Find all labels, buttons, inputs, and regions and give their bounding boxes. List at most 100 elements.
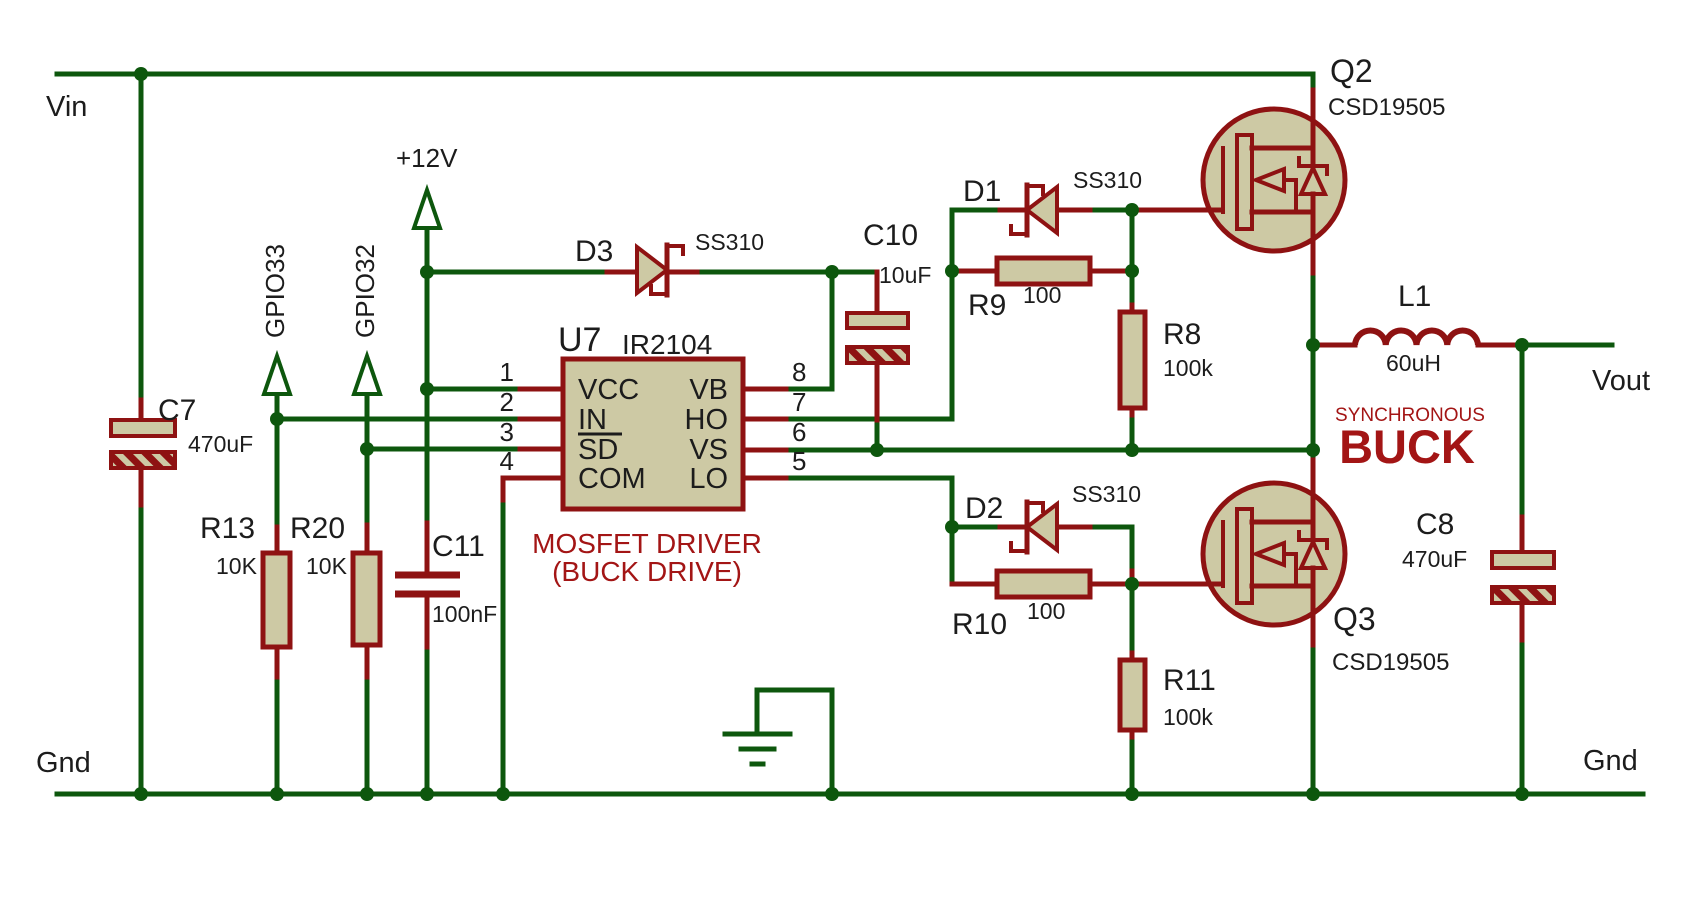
r20-ref: R20	[290, 512, 345, 545]
r20-value: 10K	[306, 553, 348, 579]
u7-pin8-num: 8	[792, 357, 806, 387]
c10-value: 10uF	[879, 262, 931, 288]
component-leads	[138, 207, 1525, 740]
capacitor-c11[interactable]	[395, 571, 460, 598]
l1-ref: L1	[1398, 280, 1431, 313]
earth-ground-icon[interactable]	[722, 731, 793, 767]
c7-minus-plate	[109, 450, 177, 470]
component-labels: C7 470uF R13 10K R20 10K C11 100nF D3 SS…	[158, 53, 1467, 730]
resistor-r11[interactable]	[1117, 657, 1148, 733]
inductor-l1[interactable]	[1352, 327, 1481, 346]
capacitor-c7[interactable]	[109, 418, 177, 470]
u7-pin4-num: 4	[500, 446, 514, 476]
u7-pin1-num: 1	[500, 357, 514, 387]
u7-pin3-num: 3	[500, 417, 514, 447]
r8-ref: R8	[1163, 318, 1201, 351]
gnd-right-label: Gnd	[1583, 745, 1638, 777]
mosfet-q2[interactable]	[1129, 87, 1348, 276]
vout-label: Vout	[1592, 365, 1650, 397]
net-wires	[54, 71, 1646, 797]
c7-value: 470uF	[188, 431, 253, 457]
q3-ref: Q3	[1333, 601, 1376, 637]
q2-terminal-leads	[1129, 87, 1316, 276]
d3-anode-triangle	[635, 242, 671, 298]
d1-anode-triangle	[1023, 182, 1059, 238]
c8-value: 470uF	[1402, 546, 1467, 572]
c10-plus-plate	[845, 311, 910, 330]
d1-value: SS310	[1073, 167, 1142, 193]
capacitor-c8[interactable]	[1490, 550, 1556, 605]
junction-dots	[134, 67, 1529, 801]
r13-value: 10K	[216, 553, 258, 579]
d2-anode-triangle	[1023, 499, 1059, 555]
diode-d1[interactable]	[1009, 182, 1059, 238]
d2-ref: D2	[965, 492, 1003, 525]
u7-pin7-num: 7	[792, 387, 806, 417]
q2-value: CSD19505	[1328, 94, 1445, 121]
d1-ref: D1	[963, 175, 1001, 208]
u7-labels: U7 IR2104 1 2 3 4 8 7 6 5 VCC IN SD COM …	[500, 321, 807, 587]
u7-part-label: IR2104	[622, 329, 712, 360]
q2-body-diode-triangle	[1297, 163, 1329, 196]
arrow-up-icon	[411, 183, 443, 230]
c7-plus-plate	[109, 418, 177, 438]
q3-channel-bars	[1249, 519, 1316, 589]
capacitor-c10[interactable]	[845, 311, 910, 365]
gpio32-pin-arrow-icon[interactable]	[351, 349, 383, 396]
ground-bars	[722, 731, 793, 767]
arrow-up-icon	[351, 349, 383, 396]
q2-channel-bars	[1249, 145, 1316, 215]
q3-value: CSD19505	[1332, 649, 1449, 676]
r11-value: 100k	[1163, 704, 1213, 730]
c11-ref: C11	[432, 530, 485, 563]
d1-schottky-hooks	[1009, 184, 1045, 236]
l1-value: 60uH	[1386, 350, 1441, 376]
ic-u7[interactable]	[560, 356, 746, 512]
q3-arrow-link	[1282, 552, 1298, 588]
d3-schottky-hooks	[649, 244, 685, 296]
q2-gate-bar	[1235, 133, 1254, 231]
u7-caption-1: MOSFET DRIVER	[532, 528, 762, 559]
r10-ref: R10	[952, 608, 1007, 641]
net-12v	[424, 225, 880, 526]
net-vs-switch	[783, 270, 1525, 520]
u7-pin-ho: HO	[685, 404, 729, 436]
u7-pin-lo: LO	[689, 463, 728, 495]
c11-value: 100nF	[432, 601, 497, 627]
net-labels: Vin Gnd Gnd Vout +12V GPIO33 GPIO32	[36, 91, 1650, 779]
net-gpio32-sd	[364, 391, 523, 528]
resistor-r8[interactable]	[1117, 309, 1148, 411]
q3-terminal-leads	[1129, 457, 1316, 648]
net-gpio33-in	[274, 391, 523, 530]
r13-ref: R13	[200, 512, 255, 545]
r11-ref: R11	[1163, 664, 1216, 697]
d3-value: SS310	[695, 229, 764, 255]
vin-label: Vin	[46, 91, 87, 123]
diode-d2[interactable]	[1009, 499, 1059, 555]
net-gnd-symbol-wire	[754, 687, 835, 797]
c10-ref: C10	[863, 219, 918, 252]
resistor-r9[interactable]	[994, 255, 1093, 287]
r8-value: 100k	[1163, 355, 1213, 381]
c8-ref: C8	[1416, 508, 1454, 541]
c7-ref: C7	[158, 394, 196, 427]
net-ho-gate-q2	[783, 207, 1135, 453]
u7-pin-sd: SD	[578, 434, 618, 466]
u7-pin2-num: 2	[500, 387, 514, 417]
diode-d3[interactable]	[635, 242, 685, 298]
u7-pin5-num: 5	[792, 446, 806, 476]
u7-pin-vcc: VCC	[578, 374, 639, 406]
u7-caption-2: (BUCK DRIVE)	[552, 556, 742, 587]
mosfet-q3[interactable]	[1129, 457, 1348, 648]
resistor-r20[interactable]	[350, 550, 383, 648]
resistor-r10[interactable]	[994, 568, 1093, 600]
r9-value: 100	[1023, 282, 1061, 308]
u7-pin-com: COM	[578, 463, 646, 495]
supply-arrow-12v-icon[interactable]	[411, 183, 443, 230]
annotation-buck: BUCK	[1339, 420, 1475, 473]
arrow-up-icon	[261, 349, 293, 396]
resistor-r13[interactable]	[260, 550, 293, 650]
gpio33-pin-arrow-icon[interactable]	[261, 349, 293, 396]
